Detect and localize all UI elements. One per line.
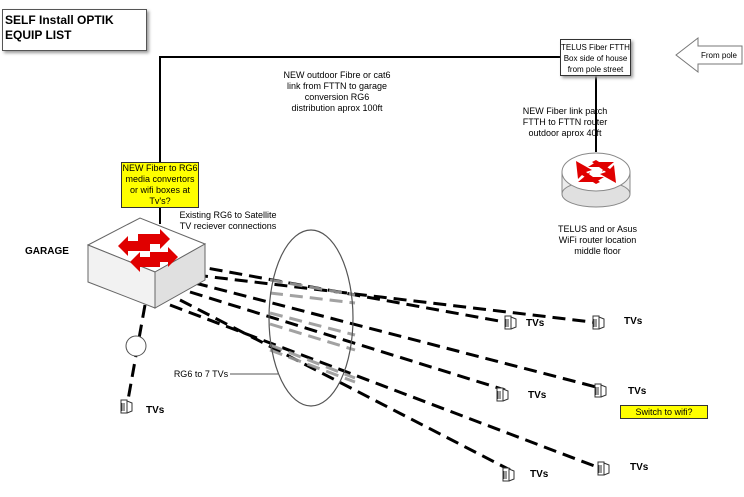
from-pole-label: From pole (700, 51, 737, 60)
router (561, 152, 631, 208)
fiber-rg6-note: NEW Fiber to RG6 media convertors or wif… (121, 162, 199, 208)
tv-label: TVs (526, 318, 545, 329)
tv-label: TVs (528, 390, 547, 401)
outdoor-link-line (159, 56, 560, 175)
tv-label: TVs (530, 469, 549, 480)
diagram-title: SELF Install OPTIK EQUIP LIST (2, 9, 147, 51)
garage-switch (86, 217, 207, 309)
from-pole-arrow (675, 36, 743, 74)
tv-label: TVs (630, 462, 649, 473)
cable-bundle-ellipse (268, 229, 354, 407)
tv-label: TVs (146, 405, 165, 416)
tv-label: TVs (628, 386, 647, 397)
switch-wifi-note: Switch to wifi? (620, 405, 708, 419)
ftth-box: TELUS Fiber FTTH Box side of house from … (560, 39, 631, 76)
split-circle (125, 335, 147, 357)
ftth-box-label: TELUS Fiber FTTH Box side of house from … (561, 43, 630, 74)
rg6-cables (126, 263, 606, 472)
garage-label: GARAGE (25, 246, 69, 257)
fiber-patch-note: NEW Fiber link patch FTTH to FTTN router… (522, 106, 608, 138)
existing-rg6-note: Existing RG6 to Satellite TV reciever co… (179, 210, 277, 231)
router-label: TELUS and or Asus WiFi router location m… (557, 224, 638, 256)
tv-icons (120, 315, 610, 482)
tv-label: TVs (624, 316, 643, 327)
rg6-to-tvs-label: RG6 to 7 TVs (173, 369, 229, 379)
outdoor-link-note: NEW outdoor Fibre or cat6 link from FTTN… (283, 70, 391, 113)
